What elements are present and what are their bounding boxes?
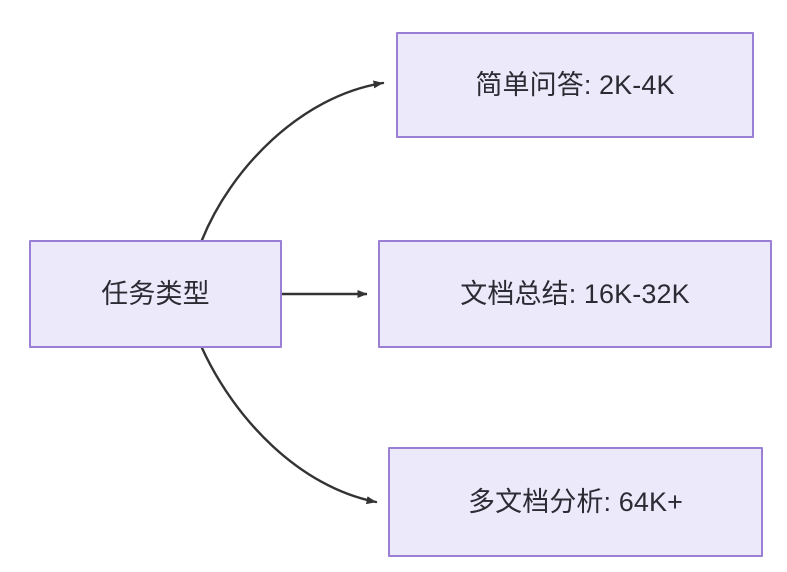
node-task-type[interactable]: 任务类型 [29,240,282,348]
edge-source-to-multi [200,346,378,505]
node-simple-qa-label: 简单问答: 2K-4K [475,69,675,100]
node-simple-qa[interactable]: 简单问答: 2K-4K [396,32,754,138]
node-multi-doc-analysis[interactable]: 多文档分析: 64K+ [388,447,763,557]
node-multi-doc-analysis-label: 多文档分析: 64K+ [468,486,683,517]
edge-source-to-simple [200,80,385,242]
node-doc-summary[interactable]: 文档总结: 16K-32K [378,240,772,348]
node-task-type-label: 任务类型 [101,278,210,309]
node-doc-summary-label: 文档总结: 16K-32K [460,278,690,309]
